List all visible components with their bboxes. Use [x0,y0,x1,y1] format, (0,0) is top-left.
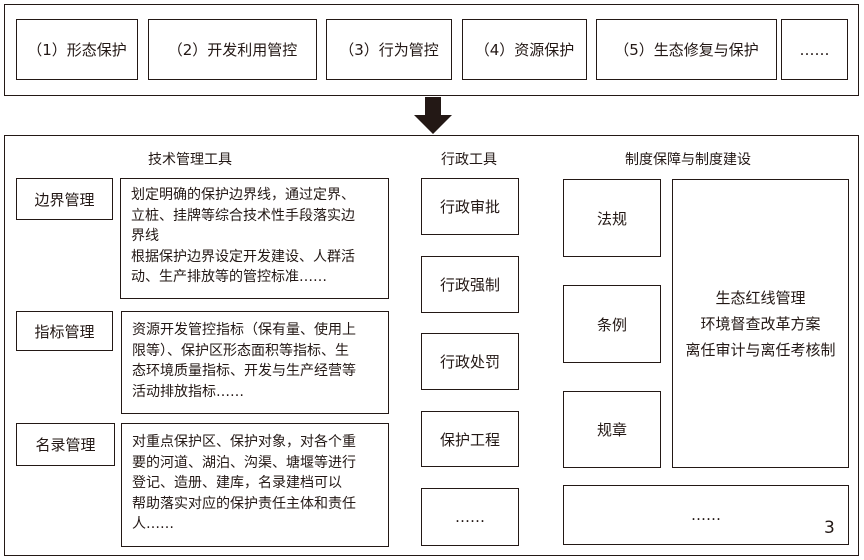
admin-box: 行政审批 [421,178,519,235]
down-arrow-icon [414,97,452,134]
system-box: 条例 [563,285,661,363]
desc-line: 要的河道、湖泊、沟渠、塘堰等进行 [132,454,356,471]
system-big-box: 生态红线管理 环境督查改革方案 离任审计与离任考核制 [672,179,849,468]
desc-line: 登记、造册、建库，名录建档可以 [132,475,342,491]
system-box: 法规 [563,179,661,257]
tools-panel [4,135,859,556]
system-item: 离任审计与离任考核制 [685,340,836,359]
protection-types-panel [4,4,859,96]
desc-line: 活动排放指标…… [132,383,244,400]
admin-box: 保护工程 [421,411,519,467]
tech-label-register: 名录管理 [16,423,115,466]
type-box: （3）行为管控 [326,19,452,80]
page-number: 3 [824,518,835,538]
admin-box-more: …… [421,488,519,546]
desc-line: 资源开发管控指标（保有量、使用上 [132,322,356,338]
type-box-more: …… [781,19,848,80]
tech-desc-indicator: 资源开发管控指标（保有量、使用上限等）、保护区形态面积等指标、生态环境质量指标、… [121,311,389,414]
desc-line: 人…… [132,516,174,532]
desc-line: 动、生产排放等的管控标准…… [131,269,327,285]
type-box: （1）形态保护 [16,19,138,80]
desc-line: 对重点保护区、保护对象，对各个重 [132,434,356,450]
desc-line: 根据保护边界设定开发建设、人群活 [131,248,355,265]
system-box: 规章 [563,391,661,468]
desc-line: 限等）、保护区形态面积等指标、生 [132,342,349,359]
system-item: 环境督查改革方案 [700,314,821,333]
admin-box: 行政处罚 [421,333,519,390]
system-heading: 制度保障与制度建设 [625,152,751,168]
tech-label-indicator: 指标管理 [16,311,113,351]
desc-line: 态环境质量指标、开发与生产经营等 [132,363,356,379]
desc-line: 帮助落实对应的保护责任主体和责任 [132,495,356,512]
system-item: 生态红线管理 [715,288,806,307]
desc-line: 划定明确的保护边界线，通过定界、 [131,187,355,203]
type-box: （4）资源保护 [462,19,587,80]
tech-tools-heading: 技术管理工具 [148,152,232,168]
tech-desc-boundary: 划定明确的保护边界线，通过定界、立桩、挂牌等综合技术性手段落实边界线根据保护边界… [120,178,389,299]
admin-box: 行政强制 [421,256,519,313]
type-box: （5）生态修复与保护 [596,19,777,80]
type-box: （2）开发利用管控 [148,19,317,80]
admin-tools-heading: 行政工具 [441,152,497,168]
desc-line: 立桩、挂牌等综合技术性手段落实边 [131,207,355,224]
desc-line: 界线 [131,228,159,244]
tech-desc-register: 对重点保护区、保护对象，对各个重要的河道、湖泊、沟渠、塘堰等进行登记、造册、建库… [121,423,389,547]
system-box-more: …… [563,485,849,545]
tech-label-boundary: 边界管理 [16,178,113,220]
